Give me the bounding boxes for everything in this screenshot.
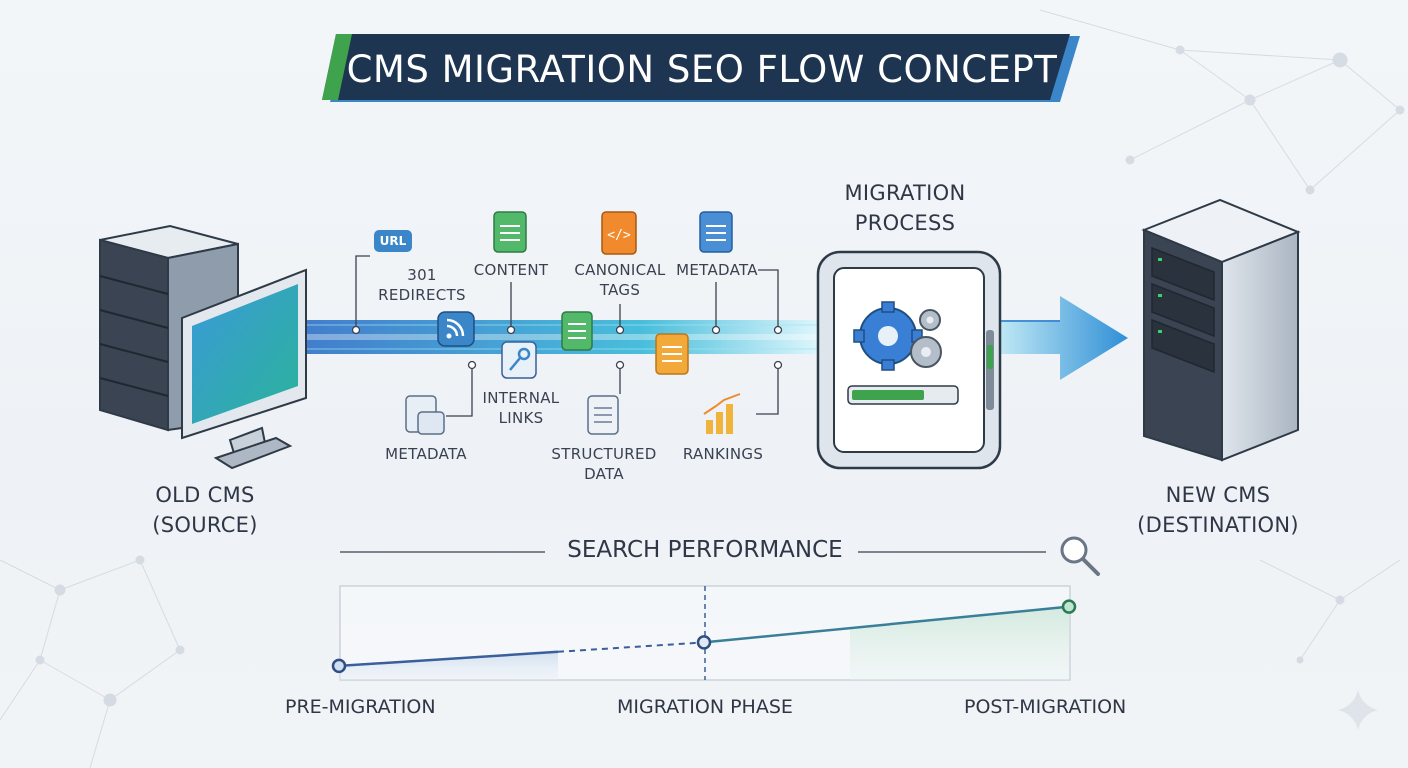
rankings-line1: RANKINGS [682, 445, 764, 463]
label-content: CONTENT [466, 260, 556, 280]
metadata-bottom-line1: METADATA [385, 445, 467, 463]
process-line1: MIGRATION [844, 181, 966, 205]
flow-arrow [1000, 296, 1128, 380]
pre-migration-point [331, 658, 347, 674]
old-cms-line2: (SOURCE) [152, 513, 258, 537]
flow-connectors [355, 255, 779, 417]
structured-data-line2: DATA [584, 465, 624, 483]
label-canonical-tags: CANONICAL TAGS [568, 260, 672, 300]
label-rankings: RANKINGS [676, 444, 770, 464]
document-icon [493, 211, 527, 253]
label-metadata-bottom: METADATA [376, 444, 476, 464]
label-301-redirects: 301 REDIRECTS [372, 265, 472, 305]
structured-data-line1: STRUCTURED [551, 445, 657, 463]
phase-pre-migration: PRE-MIGRATION [285, 696, 436, 718]
redirects-line2: REDIRECTS [378, 286, 466, 304]
old-cms-line1: OLD CMS [155, 483, 255, 507]
label-internal-links: INTERNAL LINKS [474, 388, 568, 428]
document-icon [561, 311, 593, 351]
metadata-top-line1: METADATA [676, 261, 758, 279]
document-icon [587, 395, 619, 435]
svg-text:</>: </> [607, 228, 631, 243]
post-migration-trend [703, 605, 1070, 644]
old-cms-label: OLD CMS (SOURCE) [120, 480, 290, 540]
flow-connector-dots [351, 325, 783, 370]
canonical-line1: CANONICAL [574, 261, 666, 279]
sparkle-icon [1338, 690, 1378, 730]
process-line2: PROCESS [854, 211, 956, 235]
link-key-icon [501, 341, 537, 379]
migration-process-label: MIGRATION PROCESS [815, 178, 995, 238]
phase-migration: MIGRATION PHASE [617, 696, 793, 718]
content-line1: CONTENT [473, 261, 549, 279]
pre-migration-trend [338, 650, 559, 668]
pre-migration-area [339, 651, 558, 680]
label-structured-data: STRUCTURED DATA [548, 444, 660, 484]
page-title: CMS MIGRATION SEO FLOW CONCEPT [346, 47, 1058, 91]
search-icon [1060, 536, 1100, 576]
document-icon [405, 395, 445, 435]
network-background [0, 9, 1405, 768]
title-banner [322, 34, 1080, 102]
migration-phase-point [696, 635, 712, 650]
phase-post-migration: POST-MIGRATION [964, 696, 1127, 718]
migration-phase-trend [557, 641, 705, 653]
label-metadata-top: METADATA [670, 260, 764, 280]
server-rack-icon [1141, 198, 1301, 462]
url-badge: URL [374, 230, 412, 252]
bar-chart-icon [703, 393, 741, 434]
new-cms-label: NEW CMS (DESTINATION) [1128, 480, 1308, 540]
document-icon [655, 333, 689, 375]
monitor-icon [181, 268, 307, 470]
code-tag-icon: </> [601, 211, 637, 255]
internal-links-line1: INTERNAL [482, 389, 560, 407]
migration-process-device [816, 250, 1002, 470]
search-performance-title: SEARCH PERFORMANCE [567, 537, 843, 563]
post-migration-point [1061, 599, 1077, 614]
rss-icon [437, 311, 475, 347]
new-cms-line2: (DESTINATION) [1137, 513, 1299, 537]
new-cms-line1: NEW CMS [1165, 483, 1271, 507]
canonical-line2: TAGS [599, 281, 641, 299]
internal-links-line2: LINKS [498, 409, 544, 427]
document-icon [699, 211, 733, 253]
post-migration-area [850, 606, 1069, 680]
redirects-line1: 301 [407, 266, 437, 284]
gear-icon [853, 301, 942, 371]
